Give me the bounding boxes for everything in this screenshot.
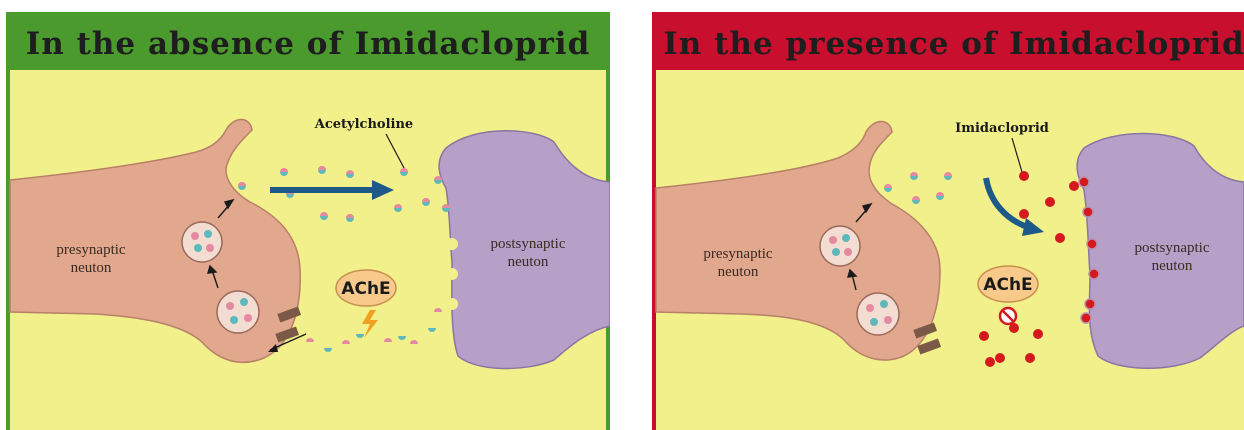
presynaptic-label-line1: presynaptic — [703, 246, 772, 262]
lower-vesicle — [857, 293, 899, 335]
postsynaptic-label-line1: postsynaptic — [1135, 240, 1210, 256]
acetylcholine-callout: Acetylcholine — [314, 117, 413, 132]
right-panel: In the presence of Imidacloprid presynap… — [652, 12, 1244, 430]
postsynaptic-label-line2: neuton — [1152, 258, 1193, 274]
ache-label: AChE — [341, 279, 390, 299]
presynaptic-label-line2: neuton — [71, 260, 112, 276]
imidacloprid-callout: Imidacloprid — [955, 121, 1049, 136]
presynaptic-label-line2: neuton — [718, 264, 759, 280]
left-title: In the absence of Imidacloprid — [26, 26, 591, 62]
left-diagram: In the absence of Imidacloprid presynapt… — [6, 12, 610, 430]
prohibited-icon — [1000, 308, 1016, 324]
upper-vesicle — [182, 222, 222, 262]
right-diagram: In the presence of Imidacloprid presynap… — [652, 12, 1244, 430]
ache-label: AChE — [983, 275, 1032, 295]
left-panel: In the absence of Imidacloprid presynapt… — [6, 12, 610, 430]
lower-vesicle — [217, 291, 259, 333]
postsynaptic-label-line1: postsynaptic — [491, 236, 566, 252]
postsynaptic-label-line2: neuton — [508, 254, 549, 270]
right-title: In the presence of Imidacloprid — [663, 26, 1244, 62]
upper-vesicle — [820, 226, 860, 266]
presynaptic-label-line1: presynaptic — [56, 242, 125, 258]
